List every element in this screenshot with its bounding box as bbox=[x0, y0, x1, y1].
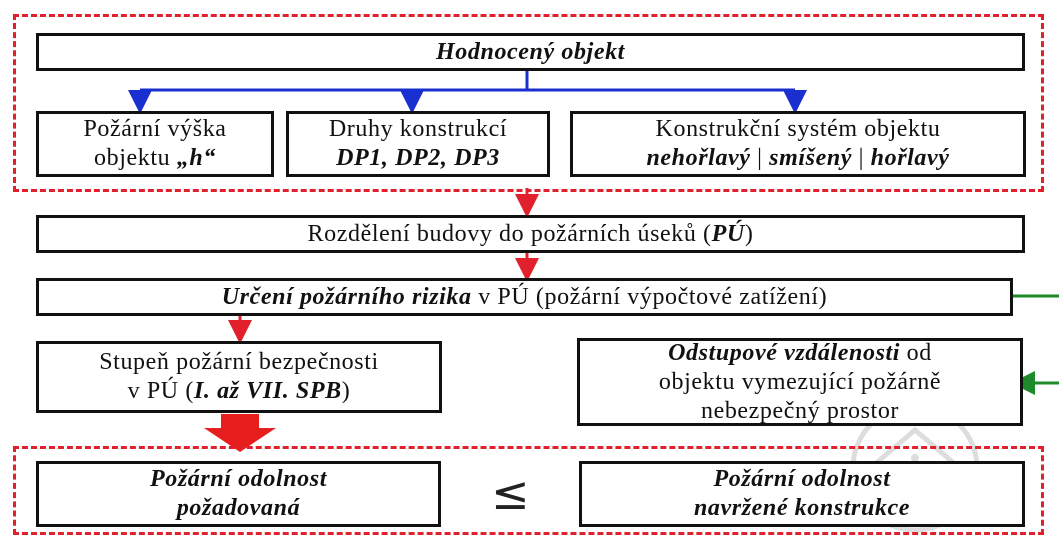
construction-system-line2: nehořlavý | smíšený | hořlavý bbox=[646, 145, 950, 171]
green-arrows bbox=[1011, 294, 1059, 395]
building-division-label: Rozdělení budovy do požárních úseků (PÚ) bbox=[307, 220, 754, 247]
fire-height-line2: objektu „h“ bbox=[94, 145, 216, 171]
construction-types-box: Druhy konstrukcí DP1, DP2, DP3 bbox=[286, 111, 550, 177]
big-red-arrow bbox=[204, 414, 276, 452]
separation-distances-line2: objektu vymezující požárně bbox=[658, 368, 942, 395]
evaluated-object-label: Hodnocený objekt bbox=[436, 38, 625, 65]
fire-height-box: Požární výška objektu „h“ bbox=[36, 111, 274, 177]
fire-height-line1: Požární výška bbox=[83, 116, 227, 142]
top-group-frame bbox=[13, 14, 1044, 192]
required-resistance-box: Požární odolnost požadovaná bbox=[36, 461, 441, 527]
designed-resistance-line1: Požární odolnost bbox=[713, 466, 891, 492]
fire-safety-level-box: Stupeň požární bezpečnosti v PÚ (I. až V… bbox=[36, 341, 442, 413]
bottom-group-frame bbox=[13, 446, 1044, 535]
evaluated-object-box: Hodnocený objekt bbox=[36, 33, 1025, 71]
separation-distances-line1: Odstupové vzdálenosti od bbox=[668, 339, 932, 366]
designed-resistance-line2: navržené konstrukce bbox=[693, 495, 911, 521]
required-resistance-line2: požadovaná bbox=[176, 495, 301, 521]
designed-resistance-box: Požární odolnost navržené konstrukce bbox=[579, 461, 1025, 527]
construction-types-line2: DP1, DP2, DP3 bbox=[336, 145, 500, 171]
construction-types-line1: Druhy konstrukcí bbox=[328, 116, 508, 142]
required-resistance-line1: Požární odolnost bbox=[150, 466, 327, 492]
separation-distances-box: Odstupové vzdálenosti od objektu vymezuj… bbox=[577, 338, 1023, 426]
fire-safety-level-line2: v PÚ (I. až VII. SPB) bbox=[127, 378, 351, 404]
construction-system-line1: Konstrukční systém objektu bbox=[655, 116, 941, 142]
fire-risk-label: Určení požárního rizika v PÚ (požární vý… bbox=[221, 283, 828, 310]
less-or-equal-symbol: ≤ bbox=[491, 466, 530, 520]
separation-distances-line3: nebezpečný prostor bbox=[700, 397, 900, 424]
fire-risk-box: Určení požárního rizika v PÚ (požární vý… bbox=[36, 278, 1013, 316]
blue-branch-connector bbox=[128, 69, 807, 114]
fire-safety-level-line1: Stupeň požární bezpečnosti bbox=[99, 349, 379, 375]
construction-system-box: Konstrukční systém objektu nehořlavý | s… bbox=[570, 111, 1026, 177]
building-division-box: Rozdělení budovy do požárních úseků (PÚ) bbox=[36, 215, 1025, 253]
